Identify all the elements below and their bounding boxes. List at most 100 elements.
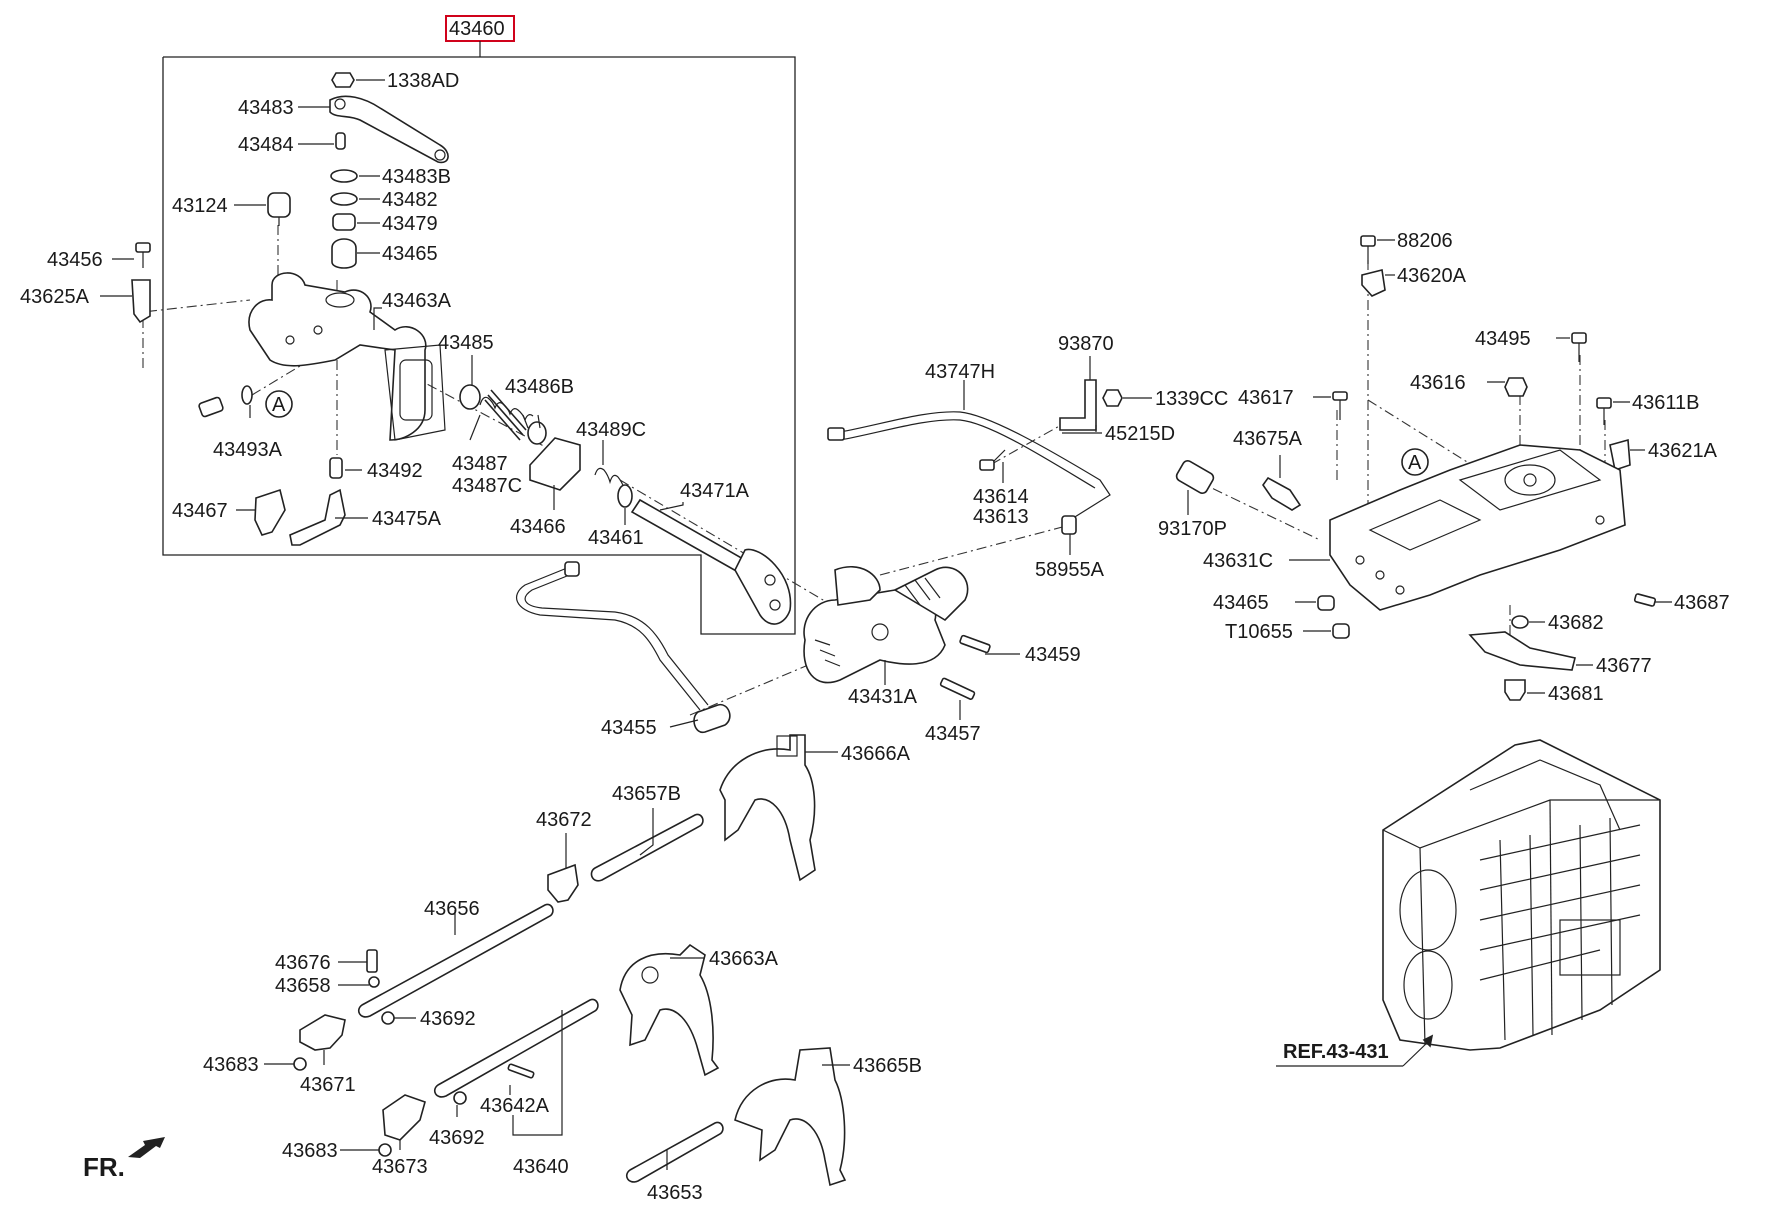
label-43682[interactable]: 43682 (1548, 612, 1604, 634)
plate-43677-part[interactable] (1468, 631, 1576, 671)
rail-43657B-part[interactable] (590, 813, 704, 882)
bushing-43479-part[interactable] (332, 213, 356, 231)
label-43487[interactable]: 43487 (452, 453, 508, 475)
washer-43486B-part[interactable] (527, 421, 547, 445)
ball-43658-part[interactable] (368, 976, 380, 988)
ref-label[interactable]: REF.43-431 (1283, 1041, 1389, 1063)
label-43479[interactable]: 43479 (382, 213, 438, 235)
plug-T10655-part[interactable] (1332, 623, 1350, 639)
label-43631C[interactable]: 43631C (1203, 550, 1273, 572)
label-43666A[interactable]: 43666A (841, 743, 911, 765)
sensor-93170P-part[interactable] (1175, 459, 1215, 495)
pipe-43455-part[interactable] (515, 565, 701, 711)
fitting-43675A-part[interactable] (1262, 476, 1302, 511)
label-43616[interactable]: 43616 (1410, 372, 1466, 394)
ball-43692b-part[interactable] (453, 1091, 467, 1105)
block-43672-part[interactable] (547, 863, 579, 903)
bolt-43459-part[interactable] (959, 634, 991, 654)
block-43671-part[interactable] (299, 1014, 346, 1051)
label-43461[interactable]: 43461 (588, 527, 644, 549)
label-43463A[interactable]: 43463A (382, 290, 452, 312)
rail-43642A-part[interactable] (434, 998, 599, 1098)
label-43471A[interactable]: 43471A (680, 480, 750, 502)
label-43692-lower[interactable]: 43692 (429, 1127, 485, 1149)
oring-43482-part[interactable] (330, 192, 358, 206)
label-43483[interactable]: 43483 (238, 97, 294, 119)
label-43640[interactable]: 43640 (513, 1156, 569, 1178)
block-43673-part[interactable] (382, 1094, 426, 1141)
label-43465-top[interactable]: 43465 (382, 243, 438, 265)
bracket-43466-part[interactable] (529, 437, 581, 491)
nut-1338AD-part[interactable] (331, 72, 355, 88)
label-43675A[interactable]: 43675A (1233, 428, 1303, 450)
bolt-43617-part[interactable] (1332, 391, 1348, 401)
cylinder-43431A-part[interactable] (803, 586, 946, 684)
label-43457[interactable]: 43457 (925, 723, 981, 745)
label-43614[interactable]: 43614 (973, 486, 1029, 508)
label-43683-upper[interactable]: 43683 (203, 1054, 259, 1076)
bracket-43620A-part[interactable] (1361, 269, 1386, 297)
label-58955A[interactable]: 58955A (1035, 559, 1105, 581)
hose-43747H-part[interactable] (839, 411, 1111, 521)
pin-43642A-part[interactable] (507, 1063, 535, 1079)
label-43663A[interactable]: 43663A (709, 948, 779, 970)
bolt-43683a-part[interactable] (293, 1057, 307, 1071)
fork-43665B-part[interactable] (734, 1047, 847, 1187)
label-43671[interactable]: 43671 (300, 1074, 356, 1096)
label-43687[interactable]: 43687 (1674, 592, 1730, 614)
label-T10655[interactable]: T10655 (1225, 621, 1293, 643)
fitting-58955A-part[interactable] (1061, 515, 1077, 535)
lever-43475A-part[interactable] (289, 488, 346, 546)
ball-43692a-part[interactable] (381, 1011, 395, 1025)
label-43486B[interactable]: 43486B (505, 376, 574, 398)
block-43467-part[interactable] (254, 488, 286, 536)
bolt-88206-part[interactable] (1360, 235, 1376, 247)
label-43613[interactable]: 43613 (973, 506, 1029, 528)
label-1338AD[interactable]: 1338AD (387, 70, 459, 92)
nut-43616-part[interactable] (1504, 377, 1528, 397)
housing-43463A-part[interactable] (248, 272, 427, 441)
label-43665B[interactable]: 43665B (853, 1055, 922, 1077)
bolt-43681-part[interactable] (1504, 679, 1526, 701)
label-43672[interactable]: 43672 (536, 809, 592, 831)
fork-43666A-part[interactable] (719, 734, 816, 882)
washer-43682-part[interactable] (1511, 615, 1529, 629)
label-43489C[interactable]: 43489C (576, 419, 646, 441)
rail-43656-part[interactable] (358, 903, 554, 1018)
shaft-43471A-part[interactable] (630, 498, 747, 574)
label-43653[interactable]: 43653 (647, 1182, 703, 1204)
rail-43653-part[interactable] (626, 1121, 724, 1183)
bolt-43495-part[interactable] (1571, 332, 1587, 344)
label-43642A[interactable]: 43642A (480, 1095, 550, 1117)
label-43747H[interactable]: 43747H (925, 361, 995, 383)
bolt-43683b-part[interactable] (378, 1143, 392, 1157)
label-43683-lower[interactable]: 43683 (282, 1140, 338, 1162)
label-43485[interactable]: 43485 (438, 332, 494, 354)
label-43676[interactable]: 43676 (275, 952, 331, 974)
pin-43492-part[interactable] (329, 457, 343, 479)
cap-43465-part[interactable] (331, 238, 357, 269)
label-43466[interactable]: 43466 (510, 516, 566, 538)
label-43483B[interactable]: 43483B (382, 166, 451, 188)
assembly-number-label[interactable]: 43460 (449, 18, 505, 40)
spring-43676-part[interactable] (366, 949, 378, 973)
label-45215D[interactable]: 45215D (1105, 423, 1175, 445)
label-43617[interactable]: 43617 (1238, 387, 1294, 409)
sensor-43493A-part[interactable] (198, 396, 224, 418)
label-43431A[interactable]: 43431A (848, 686, 918, 708)
cover-43631C-part[interactable] (1329, 444, 1626, 611)
label-43455[interactable]: 43455 (601, 717, 657, 739)
bolt-43456-part[interactable] (135, 242, 151, 253)
label-43621A[interactable]: 43621A (1648, 440, 1718, 462)
seal-43485-part[interactable] (459, 384, 481, 410)
bolt-43457-part[interactable] (939, 677, 976, 700)
pin-43484-part[interactable] (335, 132, 346, 150)
label-43692-upper[interactable]: 43692 (420, 1008, 476, 1030)
label-43493A[interactable]: 43493A (213, 439, 283, 461)
label-43611B[interactable]: 43611B (1632, 392, 1699, 414)
label-43677[interactable]: 43677 (1596, 655, 1652, 677)
label-43495[interactable]: 43495 (1475, 328, 1531, 350)
label-43482[interactable]: 43482 (382, 189, 438, 211)
bracket-43625A-part[interactable] (131, 279, 151, 324)
label-93870[interactable]: 93870 (1058, 333, 1114, 355)
